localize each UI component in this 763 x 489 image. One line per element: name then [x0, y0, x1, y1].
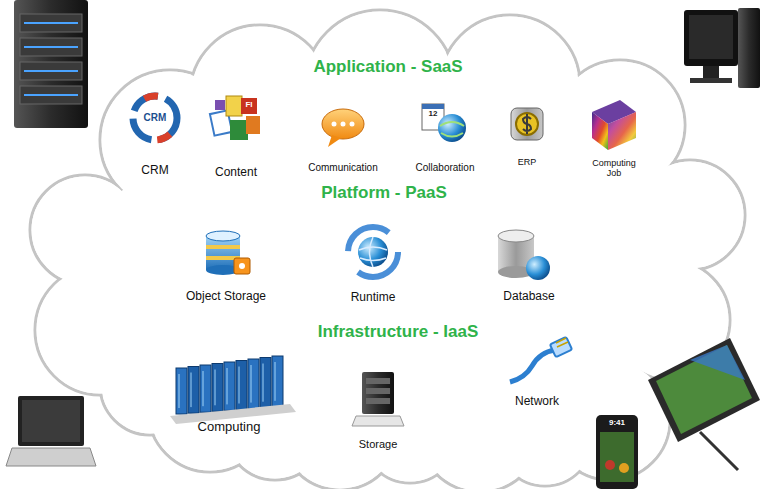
runtime-icon: [348, 227, 398, 277]
erp-icon: [511, 108, 543, 140]
service-label: Content: [215, 166, 257, 179]
service-label: Computing Job: [588, 159, 640, 179]
service-label: Computing: [198, 420, 261, 434]
icon-text: CRM: [144, 112, 167, 123]
service-label: Database: [503, 290, 554, 303]
layer-heading: Platform - PaaS: [321, 184, 447, 203]
layer-heading: Application - SaaS: [313, 58, 462, 77]
icon-text: 12: [429, 110, 438, 119]
tablet: [648, 338, 760, 470]
network-cable-icon: [510, 337, 572, 382]
object-storage-icon: [206, 231, 250, 275]
computing-job-icon: [592, 100, 636, 150]
service-label: Runtime: [351, 291, 396, 304]
icon-text: Fl: [245, 101, 252, 110]
icon-text: 9:41: [609, 419, 625, 428]
storage-icon: [352, 372, 404, 426]
service-label: Communication: [308, 162, 377, 173]
layer-heading: Infrastructure - IaaS: [318, 323, 479, 342]
communication-icon: [322, 109, 364, 147]
service-label: ERP: [518, 158, 537, 168]
service-label: Object Storage: [186, 290, 266, 303]
collaboration-icon: [422, 104, 466, 142]
desktop-computer: [684, 8, 760, 88]
server-rack-icon: [170, 356, 296, 424]
laptop: [6, 396, 96, 466]
content-icon: [210, 96, 260, 140]
service-label: CRM: [141, 164, 168, 177]
smartphone: [596, 415, 638, 489]
crm-icon: [133, 96, 177, 140]
server-tower: [14, 0, 88, 128]
service-label: Storage: [359, 438, 398, 450]
service-label: Collaboration: [416, 162, 475, 173]
service-label: Network: [515, 395, 559, 408]
database-icon: [498, 230, 550, 280]
